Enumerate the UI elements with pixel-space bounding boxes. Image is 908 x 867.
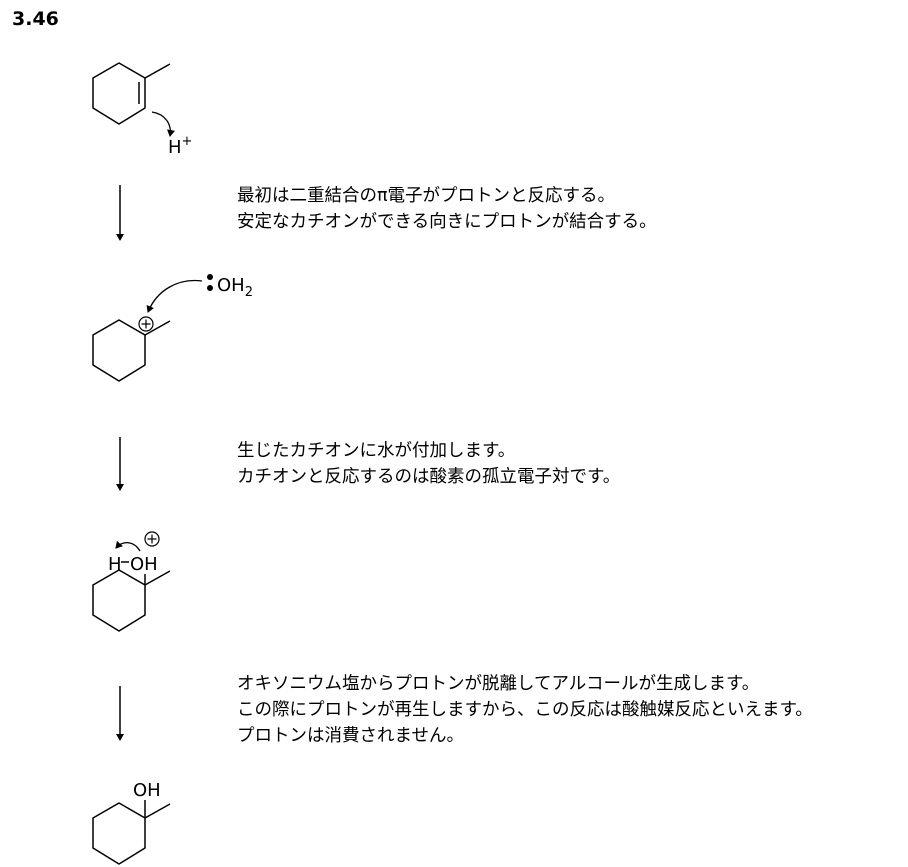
water-label: OH2: [217, 275, 253, 300]
electron-arrow-oh-to-h: [115, 540, 141, 552]
proton-label: H+: [168, 134, 192, 158]
water-lone-pair: [207, 274, 213, 291]
explanation-line: この際にプロトンが再生しますから、この反応は酸触媒反応といえます。: [237, 700, 813, 720]
product-oh-label: OH: [133, 780, 161, 801]
carbocation-structure: [92, 319, 171, 382]
explanation-line: カチオンと反応するのは酸素の孤立電子対です。: [237, 467, 621, 487]
electron-arrow-water-to-cation: [146, 279, 203, 313]
explanation-line: 生じたカチオンに水が付加します。: [237, 441, 516, 461]
explanation-line: 最初は二重結合のπ電子がプロトンと反応する。: [237, 186, 616, 206]
electron-arrow-pi-to-proton: [151, 111, 175, 137]
step3-explanation: オキソニウム塩からプロトンが脱離してアルコールが生成します。 この際にプロトンが…: [237, 671, 813, 749]
methylcyclohexene-structure: [92, 62, 171, 125]
positive-charge-icon: [138, 316, 154, 332]
positive-charge-icon: [144, 531, 160, 547]
step2-explanation: 生じたカチオンに水が付加します。 カチオンと反応するのは酸素の孤立電子対です。: [237, 438, 620, 490]
step1-explanation: 最初は二重結合のπ電子がプロトンと反応する。 安定なカチオンができる向きにプロト…: [237, 183, 657, 235]
alcohol-product-structure: [92, 800, 171, 865]
oxonium-oh-label: OH: [130, 554, 158, 575]
explanation-line: プロトンは消費されません。: [237, 726, 464, 746]
explanation-line: オキソニウム塩からプロトンが脱離してアルコールが生成します。: [237, 674, 760, 694]
oxonium-structure: [92, 569, 171, 632]
problem-number: 3.46: [12, 8, 59, 30]
explanation-line: 安定なカチオンができる向きにプロトンが結合する。: [237, 212, 657, 232]
